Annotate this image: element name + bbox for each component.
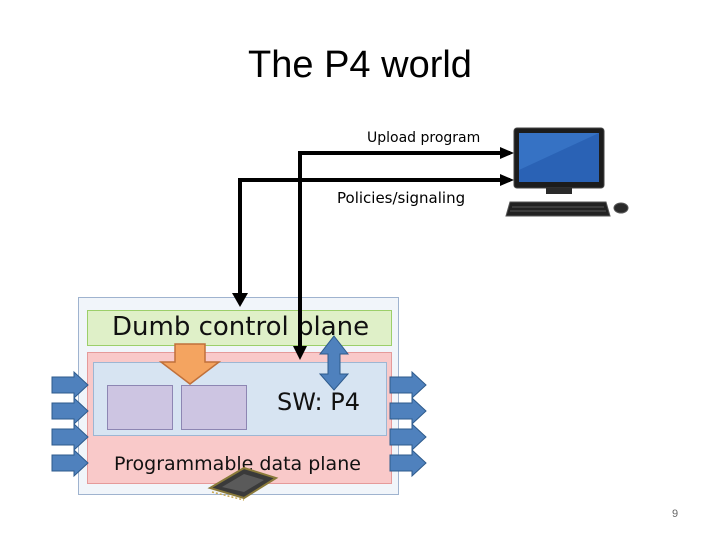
policies-signaling-label: Policies/signaling [337, 189, 466, 207]
mouse-icon [613, 202, 629, 214]
match-action-table [107, 385, 173, 430]
sw-label: SW: P4 [277, 388, 361, 416]
keyboard-icon [505, 201, 611, 217]
upload-program-label: Upload program [367, 130, 481, 146]
control-plane-label: Dumb control plane [112, 312, 370, 342]
slide-title: The P4 world [248, 44, 472, 86]
desktop-computer-icon [513, 127, 605, 194]
match-action-table [181, 385, 247, 430]
page-number: 9 [672, 508, 679, 520]
data-plane-label: Programmable data plane [114, 453, 361, 475]
